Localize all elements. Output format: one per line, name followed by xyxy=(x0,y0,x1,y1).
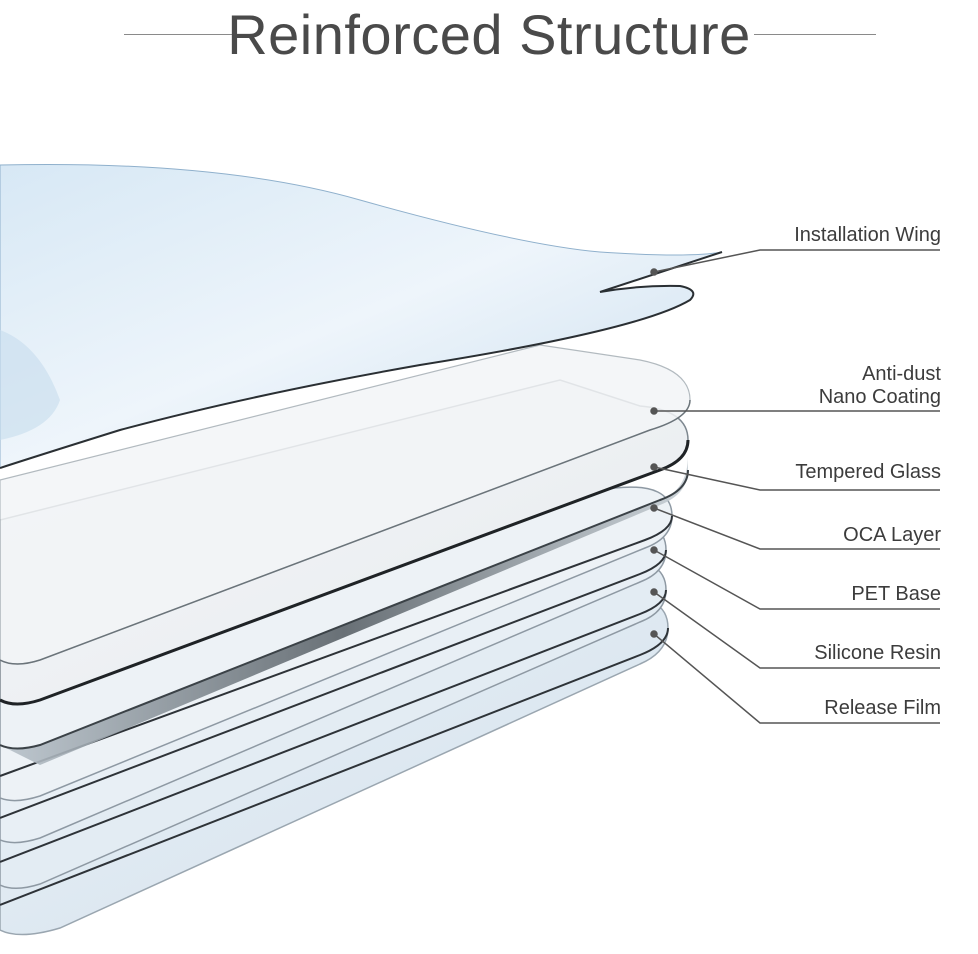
label-pet-base: PET Base xyxy=(851,583,941,605)
installation-wing-layer xyxy=(0,163,723,469)
label-silicone-resin: Silicone Resin xyxy=(814,642,941,664)
leader-anti-dust xyxy=(650,407,940,415)
label-oca-layer: OCA Layer xyxy=(843,524,941,546)
leader-oca-layer xyxy=(650,504,940,550)
title-rule-left xyxy=(124,34,246,35)
leader-silicone-resin xyxy=(650,588,940,669)
label-tempered-glass: Tempered Glass xyxy=(795,461,941,483)
leader-tempered-glass xyxy=(650,463,940,491)
leader-pet-base xyxy=(650,546,940,610)
title-rule-right xyxy=(754,34,876,35)
label-anti-dust-nano-coating: Anti-dust Nano Coating xyxy=(818,363,941,408)
label-release-film: Release Film xyxy=(824,697,941,719)
leader-lines xyxy=(650,249,940,724)
page-title: Reinforced Structure xyxy=(227,3,751,66)
label-installation-wing: Installation Wing xyxy=(794,224,941,246)
title-block: Reinforced Structure xyxy=(0,0,978,70)
leader-installation-wing xyxy=(650,249,940,276)
leader-release-film xyxy=(650,630,940,724)
